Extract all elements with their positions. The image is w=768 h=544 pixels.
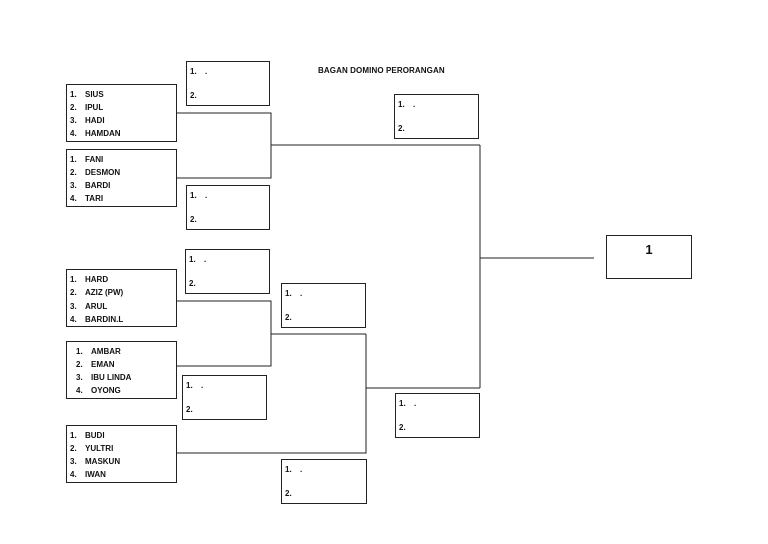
player-row: 2.EMAN xyxy=(76,360,115,369)
player-row: 4.OYONG xyxy=(76,386,121,395)
connector-team1-team2 xyxy=(176,112,272,179)
player-row: 3.ARUL xyxy=(70,302,108,311)
player-row: 3.MASKUN xyxy=(70,457,121,466)
bracket-title: BAGAN DOMINO PERORANGAN xyxy=(318,66,445,75)
winner-label: 1 xyxy=(645,242,653,257)
player-row: 1.AMBAR xyxy=(76,347,121,356)
player-row: 4.IWAN xyxy=(70,470,106,479)
player-row: 2.AZIZ (PW) xyxy=(70,288,124,297)
result-slot-1: 1.. 2. xyxy=(186,61,270,106)
team-box-4: 1.AMBAR 2.EMAN 3.IBU LINDA 4.OYONG xyxy=(66,341,177,399)
player-row: 1.FANI xyxy=(70,155,104,164)
result-slot-2: 1.. 2. xyxy=(186,185,270,230)
player-row: 1.HARD xyxy=(70,275,109,284)
player-row: 4.BARDIN.L xyxy=(70,315,124,324)
result-slot-5: 1.. 2. xyxy=(281,283,366,328)
team-box-1: 1.SIUS 2.IPUL 3.HADI 4.HAMDAN xyxy=(66,84,177,142)
connector-team3-team4 xyxy=(176,300,272,367)
player-row: 2.DESMON xyxy=(70,168,121,177)
result-slot-6: 1.. 2. xyxy=(281,459,367,504)
result-slot-4: 1.. 2. xyxy=(182,375,267,420)
player-row: 1.BUDI xyxy=(70,431,105,440)
team-box-2: 1.FANI 2.DESMON 3.BARDI 4.TARI xyxy=(66,149,177,207)
player-row: 1.SIUS xyxy=(70,90,104,99)
connector-team5 xyxy=(176,334,367,454)
player-row: 3.HADI xyxy=(70,116,105,125)
player-row: 4.HAMDAN xyxy=(70,129,121,138)
player-row: 2.YULTRI xyxy=(70,444,114,453)
result-slot-7: 1.. 2. xyxy=(394,94,479,139)
player-row: 2.IPUL xyxy=(70,103,104,112)
player-row: 4.TARI xyxy=(70,194,104,203)
team-box-5: 1.BUDI 2.YULTRI 3.MASKUN 4.IWAN xyxy=(66,425,177,483)
result-slot-3: 1.. 2. xyxy=(185,249,270,294)
winner-box: 1 xyxy=(606,235,692,279)
team-box-3: 1.HARD 2.AZIZ (PW) 3.ARUL 4.BARDIN.L xyxy=(66,269,177,327)
player-row: 3.IBU LINDA xyxy=(76,373,132,382)
result-slot-8: 1.. 2. xyxy=(395,393,480,438)
player-row: 3.BARDI xyxy=(70,181,111,190)
